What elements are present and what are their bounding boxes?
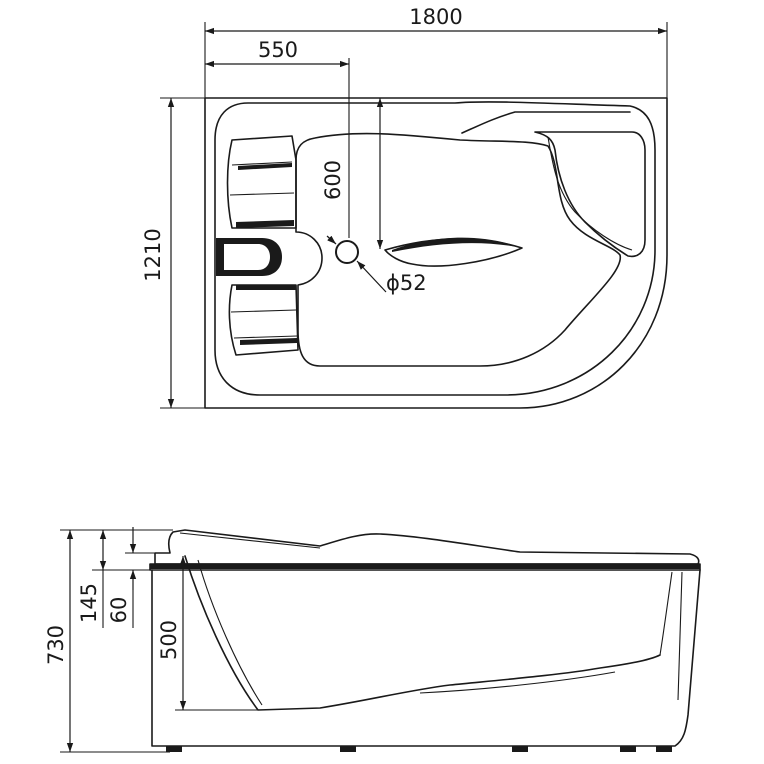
foot-5	[656, 746, 672, 752]
foot-3	[512, 746, 528, 752]
side-top-profile	[154, 529, 700, 565]
pillow-shade-1	[238, 163, 292, 170]
dim-label-depth: 500	[157, 620, 181, 660]
diameter-symbol: ϕ	[386, 271, 400, 295]
pillow-upper-seam-1	[231, 161, 293, 166]
drain-circle	[335, 240, 359, 264]
pillow-lower-seam-1	[230, 309, 297, 313]
side-view: 730 145 60 500	[44, 527, 701, 753]
dim-line-drain-dia-b	[356, 260, 387, 293]
side-basin-curve-2	[197, 559, 616, 706]
pillow-lower-seam-2	[233, 335, 298, 339]
tub-outer-contour	[204, 97, 668, 409]
headrest-ridge	[461, 111, 631, 134]
basin-contour	[295, 132, 621, 367]
side-basin-curve	[184, 555, 661, 711]
top-view: 1800 550 600 1210 ϕ52	[141, 5, 668, 409]
foot-4	[620, 746, 636, 752]
pillow-upper	[226, 135, 297, 229]
dim-label-length: 1800	[409, 5, 462, 29]
side-rim-fill	[150, 564, 700, 569]
foot-2	[340, 746, 356, 752]
dim-label-width: 1210	[141, 228, 165, 281]
side-feet	[166, 746, 672, 752]
dim-label-rim-height: 145	[77, 583, 101, 623]
side-right-wall	[659, 571, 683, 701]
armrest-inner	[547, 136, 633, 251]
pillow-shade-2	[236, 220, 294, 228]
pillow-lower	[228, 284, 299, 356]
pillow-shade-3	[236, 285, 296, 290]
tub-inner-rim	[214, 101, 656, 396]
side-top-profile-inner	[179, 532, 321, 549]
diameter-value: 52	[400, 271, 427, 295]
lens-bottom-fill	[392, 237, 522, 252]
dim-label-drain-y: 600	[321, 160, 345, 200]
armrest	[534, 131, 646, 258]
dim-label-drain-x: 550	[258, 38, 298, 62]
dim-label-drain-dia: ϕ52	[386, 271, 427, 295]
faucet-handle-opening	[224, 244, 270, 270]
dim-line-drain-dia-a	[326, 235, 337, 245]
pillow-shade-4	[240, 338, 297, 345]
dim-label-step-height: 60	[107, 597, 131, 624]
foot-1	[166, 746, 182, 752]
dim-label-total-height: 730	[44, 625, 68, 665]
pillow-upper-seam-2	[229, 192, 295, 196]
side-body	[151, 569, 701, 747]
